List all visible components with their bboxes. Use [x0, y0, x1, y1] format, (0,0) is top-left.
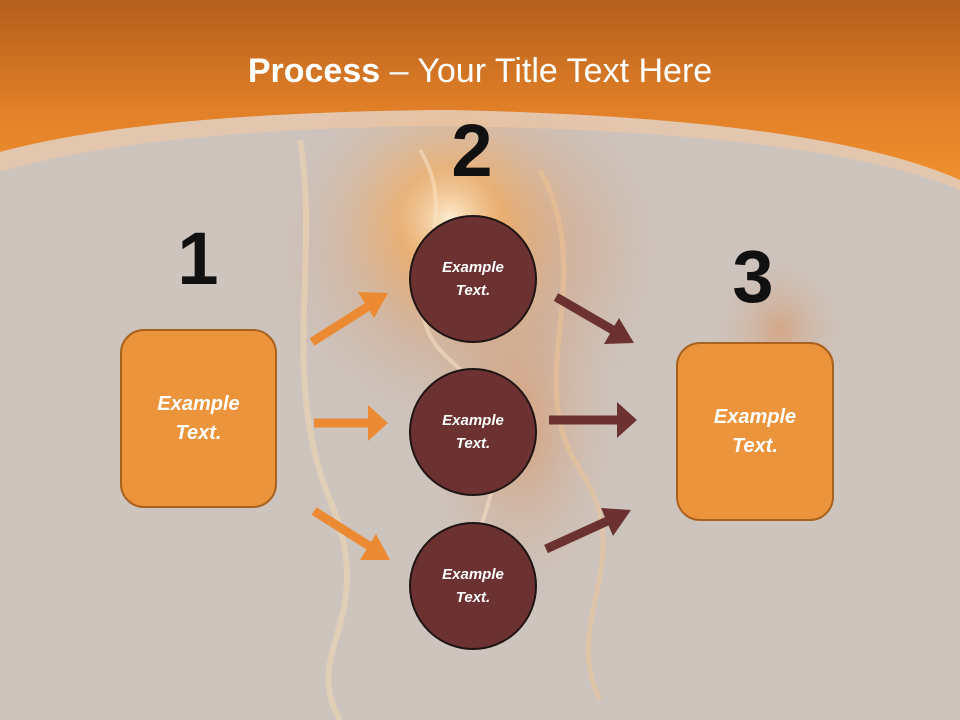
step3-line1: Example	[713, 405, 797, 428]
step3-line2: Text.	[732, 434, 778, 457]
circle-middle-line2: Text.	[455, 435, 491, 452]
arrow-top-to-step3	[553, 293, 634, 344]
step1-line2: Text.	[175, 421, 222, 444]
arrow-bottom-to-step3	[544, 508, 631, 554]
circle-bottom-line2: Text.	[455, 589, 491, 606]
header-band	[0, 0, 960, 180]
step2-circle-middle: Example Text.	[409, 368, 537, 496]
circle-bottom-line1: Example	[442, 566, 504, 583]
circle-top-line1: Example	[442, 259, 504, 276]
step2-circle-bottom: Example Text.	[409, 522, 537, 650]
title-rest: – Your Title Text Here	[380, 52, 713, 90]
step3-box: Example Text.	[676, 342, 834, 521]
step-number-2: 2	[451, 109, 493, 192]
arrow-step1-to-middle	[314, 405, 388, 441]
step-number-3: 3	[732, 235, 774, 318]
step2-circle-top: Example Text.	[409, 215, 537, 343]
step1-box: Example Text.	[120, 329, 277, 508]
title-bold: Process	[247, 52, 381, 90]
arrow-middle-to-step3	[549, 402, 637, 438]
step-number-1: 1	[177, 217, 219, 300]
arrow-step1-to-bottom	[311, 507, 390, 560]
slide-title: Process – Your Title Text Here	[0, 52, 960, 91]
step1-line1: Example	[157, 392, 240, 415]
header-swoosh	[0, 110, 960, 190]
circle-middle-line1: Example	[442, 412, 504, 429]
arrow-step1-to-top	[309, 292, 388, 346]
circle-top-line2: Text.	[455, 282, 491, 299]
